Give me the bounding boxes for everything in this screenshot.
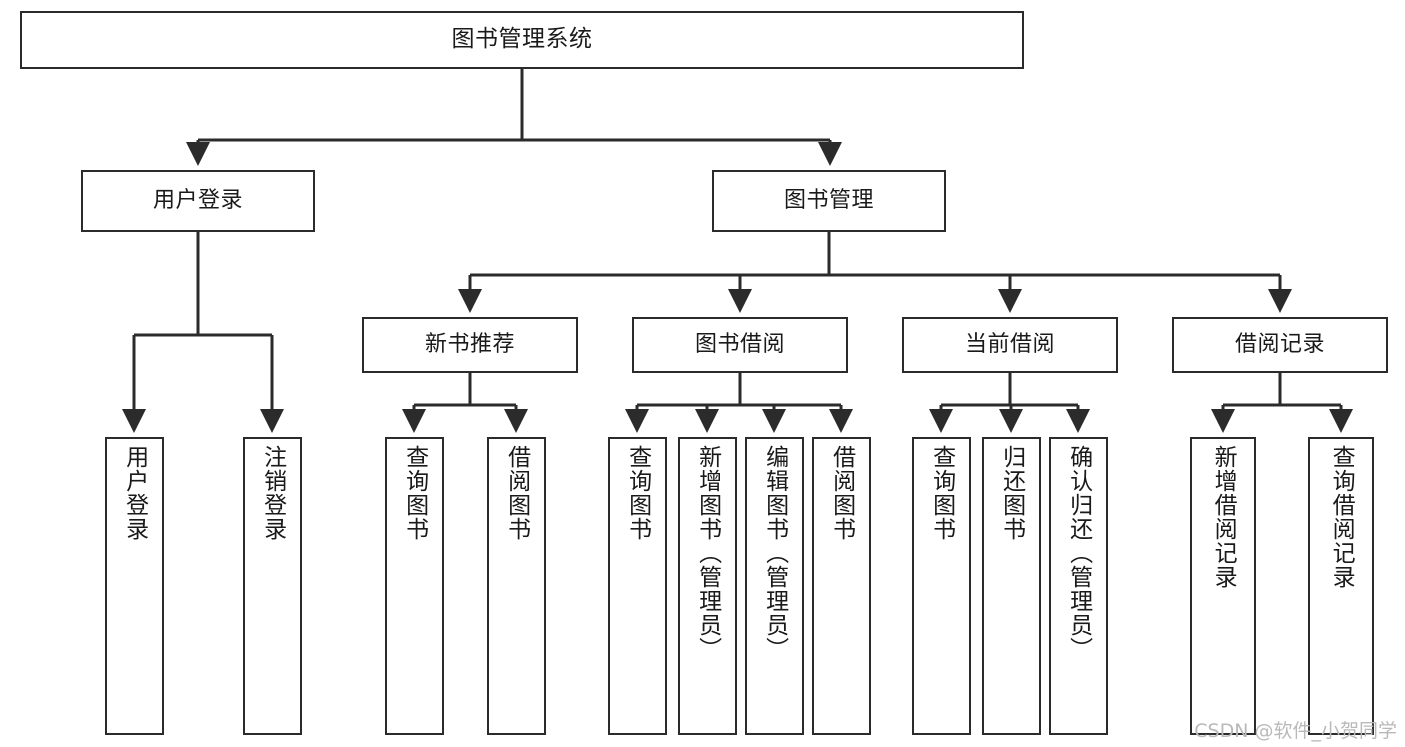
node-label: 借阅图书	[828, 445, 855, 541]
node-root-system[interactable]: 图书管理系统	[20, 11, 1024, 69]
leaf-query-book-borrow[interactable]: 查询图书	[608, 437, 667, 735]
node-label: 新增图书（管理员）	[694, 445, 721, 661]
leaf-query-book-current[interactable]: 查询图书	[912, 437, 971, 735]
node-borrow-records[interactable]: 借阅记录	[1172, 317, 1388, 373]
node-book-management[interactable]: 图书管理	[712, 170, 946, 232]
leaf-borrow-book-newbook[interactable]: 借阅图书	[487, 437, 546, 735]
leaf-query-book-newbook[interactable]: 查询图书	[385, 437, 444, 735]
node-label: 查询图书	[401, 445, 428, 541]
leaf-confirm-return-admin[interactable]: 确认归还（管理员）	[1049, 437, 1108, 735]
node-book-borrow[interactable]: 图书借阅	[632, 317, 848, 373]
node-label: 查询借阅记录	[1328, 445, 1355, 589]
node-label: 查询图书	[624, 445, 651, 541]
node-label: 用户登录	[152, 188, 243, 214]
node-label: 新书推荐	[424, 332, 515, 358]
node-label: 编辑图书（管理员）	[761, 445, 788, 661]
node-label: 当前借阅	[964, 332, 1055, 358]
leaf-borrow-book-borrow[interactable]: 借阅图书	[812, 437, 871, 735]
node-label: 借阅图书	[503, 445, 530, 541]
node-label: 借阅记录	[1234, 332, 1325, 358]
node-label: 确认归还（管理员）	[1065, 445, 1092, 661]
leaf-add-book-admin[interactable]: 新增图书（管理员）	[678, 437, 737, 735]
node-label: 查询图书	[928, 445, 955, 541]
node-label: 归还图书	[998, 445, 1025, 541]
node-new-book-recommend[interactable]: 新书推荐	[362, 317, 578, 373]
node-label: 用户登录	[121, 445, 148, 541]
leaf-user-login[interactable]: 用户登录	[105, 437, 164, 735]
leaf-add-borrow-record[interactable]: 新增借阅记录	[1190, 437, 1256, 735]
node-label: 新增借阅记录	[1210, 445, 1237, 589]
leaf-return-book[interactable]: 归还图书	[982, 437, 1041, 735]
node-user-login[interactable]: 用户登录	[81, 170, 315, 232]
node-current-borrow[interactable]: 当前借阅	[902, 317, 1118, 373]
leaf-edit-book-admin[interactable]: 编辑图书（管理员）	[745, 437, 804, 735]
leaf-query-borrow-record[interactable]: 查询借阅记录	[1308, 437, 1374, 735]
node-label: 图书管理系统	[451, 26, 593, 53]
node-label: 图书借阅	[694, 332, 785, 358]
node-label: 图书管理	[783, 188, 874, 214]
node-label: 注销登录	[259, 445, 286, 541]
leaf-logout[interactable]: 注销登录	[243, 437, 302, 735]
